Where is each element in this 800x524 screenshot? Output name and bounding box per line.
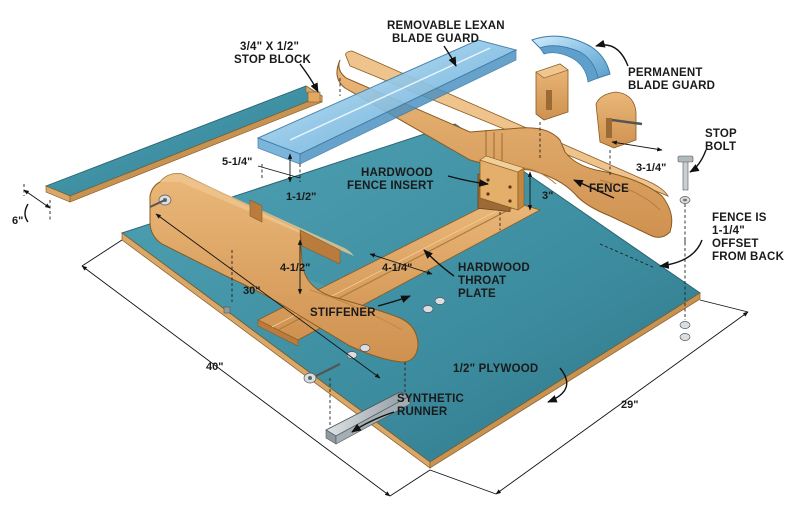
throat-plate-label-line3: PLATE [458,288,496,300]
runner-label-line1: SYNTHETIC [397,393,464,405]
dim-guard-height: 1-1/2" [286,191,316,203]
callout-labels: REMOVABLE LEXAN BLADE GUARD 3/4" X 1/2" … [234,20,785,418]
fence-insert-label-line2: FENCE INSERT [347,180,434,192]
permanent-guard-label-line2: BLADE GUARD [628,80,715,92]
lexan-guard-label-line1: REMOVABLE LEXAN [387,20,505,32]
dim-stiffener-height: 4-1/2" [280,262,310,274]
fence-offset-label-line4: FROM BACK [712,251,785,263]
dimension-lines [23,140,749,497]
fence-offset-label-line2: 1-1/4" [712,225,745,237]
dimension-labels: 6" 5-1/4" 1-1/2" 3" 3-1/4" 4-1/2" 4-1/4"… [12,156,666,411]
dim-base-length: 40" [206,361,223,373]
fence-label: FENCE [589,183,629,195]
dim-throat-width: 4-1/4" [382,262,412,274]
dim-stiffener-length: 30" [243,285,260,297]
fence-offset-label-line3: OFFSET [712,238,759,250]
stop-block [44,85,323,203]
lexan-guard-label-line2: BLADE GUARD [392,33,479,45]
permanent-blade-guard [531,35,643,149]
fence-insert [479,155,525,211]
stop-block-label-line1: 3/4" X 1/2" [240,41,299,53]
dim-base-width: 29" [621,399,638,411]
throat-plate-label-line1: HARDWOOD [458,262,530,274]
stop-block-label-line2: STOP BLOCK [234,54,311,66]
stop-bolt-label-line2: BOLT [705,141,736,153]
runner-label-line2: RUNNER [397,406,448,418]
throat-plate-label-line2: THROAT [458,275,506,287]
leader-arrows [24,39,707,433]
fence-insert-label-line1: HARDWOOD [361,167,433,179]
stiffener-label: STIFFENER [310,307,376,319]
fence-offset-label-line1: FENCE IS [712,212,767,224]
dim-guard-width: 5-1/4" [222,156,252,168]
dim-perm-guard-width: 3-1/4" [636,162,666,174]
dim-fence-insert-height: 3" [542,190,553,202]
permanent-guard-label-line1: PERMANENT [628,67,703,79]
stop-bolt [677,155,694,341]
plywood-label: 1/2" PLYWOOD [453,363,538,375]
stop-bolt-label-line1: STOP [705,128,737,140]
dim-stop-block-width: 6" [12,215,23,227]
